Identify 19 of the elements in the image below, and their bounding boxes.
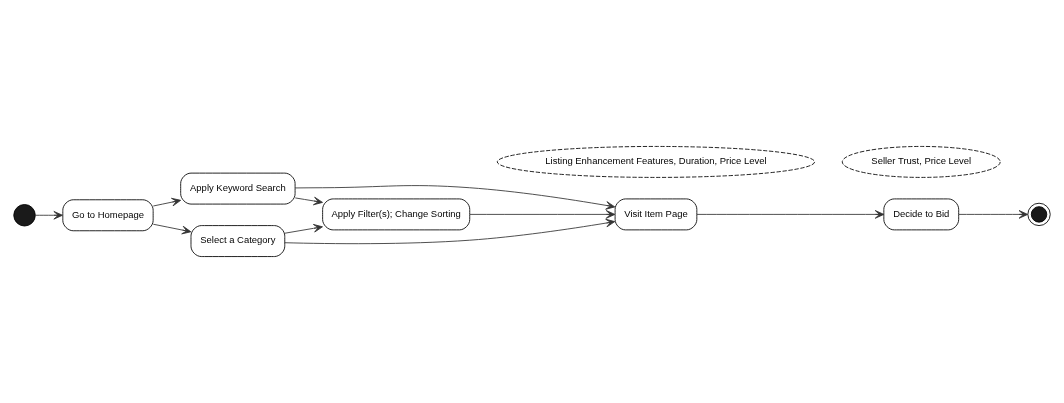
node-box: Go to Homepage [62,199,154,232]
arrow [152,197,182,207]
node-ellipse: Seller Trust, Price Level [841,146,1001,178]
arrow [294,185,616,210]
node-circle [13,204,36,227]
arrow [294,196,323,206]
node-box: Decide to Bid [883,198,960,231]
arrow [284,224,323,234]
node-box: Visit Item Page [614,198,698,231]
arrow [152,223,192,235]
arrow [696,210,885,219]
node-box: Apply Keyword Search [180,172,296,205]
arrow [35,210,63,220]
node-box: Apply Filter(s); Change Sorting [322,198,471,231]
arrow [284,218,616,245]
arrow [469,210,616,219]
node-ellipse: Listing Enhancement Features, Duration, Price Level [496,146,816,178]
node-box: Select a Category [190,225,286,257]
arrow [958,210,1029,219]
